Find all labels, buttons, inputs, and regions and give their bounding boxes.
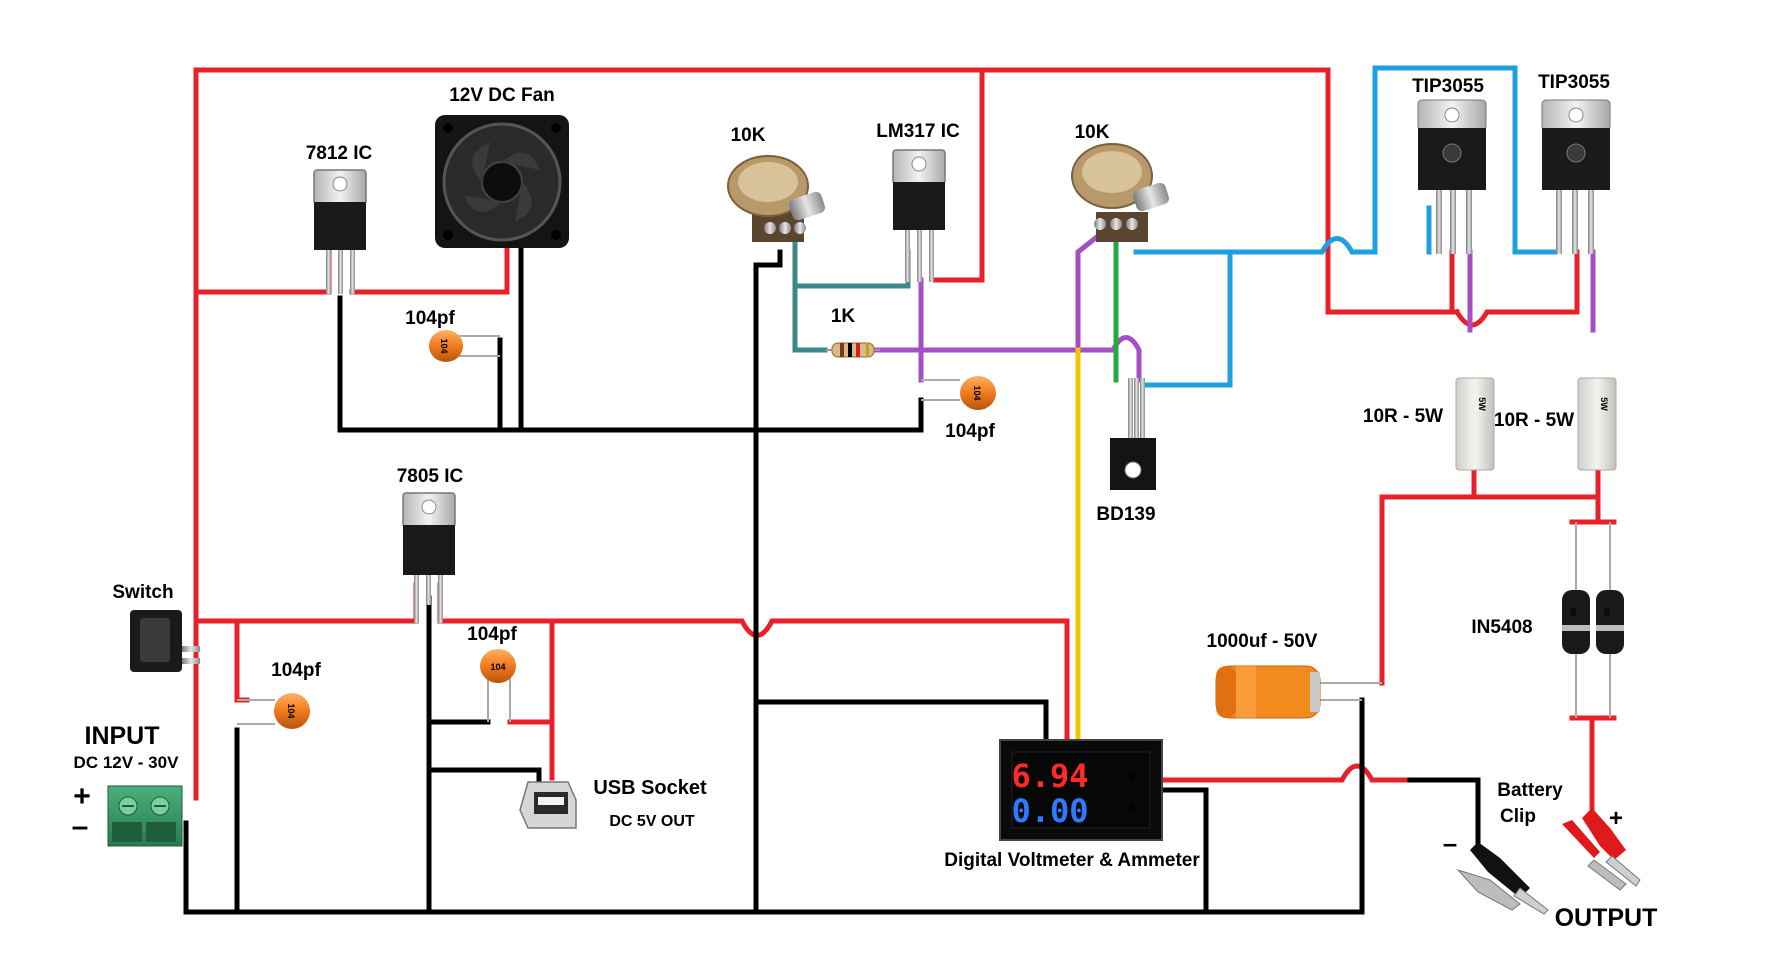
lm317-regulator xyxy=(892,149,946,282)
top-positive-rail xyxy=(193,67,1460,315)
fan-positive xyxy=(349,245,510,295)
power-switch xyxy=(130,610,200,672)
cap-lm317-label: 104pf xyxy=(945,421,995,442)
potentiometer-1 xyxy=(727,155,826,242)
wires xyxy=(183,65,1617,915)
potentiometer-2 xyxy=(1071,143,1170,242)
fan-label: 12V DC Fan xyxy=(449,85,555,106)
blue-to-bd139 xyxy=(1141,249,1233,388)
ic7812-label: 7812 IC xyxy=(306,143,373,164)
input-label: INPUT xyxy=(85,722,160,750)
voltage-unit: V xyxy=(1128,768,1136,782)
ic7812-ground xyxy=(337,295,924,433)
minus-input-sign: – xyxy=(72,810,89,843)
battery-clip-label-2: Clip xyxy=(1500,806,1536,827)
tip-emitter-link xyxy=(1453,249,1580,328)
ic7805-rail xyxy=(193,582,419,624)
plus-output-sign: + xyxy=(1609,805,1623,832)
battery-clip-positive xyxy=(1562,808,1641,891)
plus-input-sign: + xyxy=(73,780,91,813)
battery-clip-negative xyxy=(1456,842,1549,915)
ic7812-regulator xyxy=(313,169,367,294)
ceramic-capacitor: 104 xyxy=(429,330,500,362)
purple-wires xyxy=(857,232,1596,383)
tip2-label: TIP3055 xyxy=(1538,72,1610,93)
power-resistor-2: 5W xyxy=(1577,377,1617,471)
electrolytic-label: 1000uf - 50V xyxy=(1207,631,1318,652)
meter-ground-right xyxy=(1157,787,1209,915)
cap-code: 104 xyxy=(972,385,982,400)
switch-label: Switch xyxy=(112,582,173,603)
res-1k-label: 1K xyxy=(831,306,856,327)
res2-label: 10R - 5W xyxy=(1494,410,1574,431)
input-sub-label: DC 12V - 30V xyxy=(74,753,180,772)
power-resistor-1: 5W xyxy=(1455,377,1495,471)
ic7805-label: 7805 IC xyxy=(397,466,464,487)
lm317-label: LM317 IC xyxy=(876,121,960,142)
meter-label: Digital Voltmeter & Ammeter xyxy=(944,850,1200,871)
current-readout: 0.00 xyxy=(1011,792,1088,830)
diode-code: IN xyxy=(1569,608,1578,616)
res-code: 5W xyxy=(1477,397,1487,411)
tip-base-link xyxy=(1133,65,1558,255)
ic7812-input xyxy=(193,249,332,295)
cap-code: 104 xyxy=(286,703,296,718)
usb-socket xyxy=(519,781,577,829)
current-unit: A xyxy=(1128,803,1137,817)
diode-pair: IN IN xyxy=(1562,522,1624,718)
labels: 12V DC Fan 7812 IC 10K LM317 IC 10K TIP3… xyxy=(72,72,1658,932)
lm317-input xyxy=(932,67,985,283)
diode-label: IN5408 xyxy=(1471,617,1532,638)
ground-wires xyxy=(183,245,1481,915)
ceramic-capacitor: 104 xyxy=(921,376,996,410)
cap-7812-label: 104pf xyxy=(405,308,455,329)
cap-code: 104 xyxy=(439,338,449,353)
cap-7805-label: 104pf xyxy=(467,624,517,645)
tip3055-transistor-2 xyxy=(1541,99,1611,254)
digital-meter: 6.94 V 0.00 A xyxy=(999,739,1163,841)
pot1-ground-wire xyxy=(753,249,783,915)
bd139-transistor xyxy=(1110,378,1156,490)
usb-ground xyxy=(426,767,542,785)
ic7805-regulator xyxy=(402,492,456,623)
usb-sub-label: DC 5V OUT xyxy=(609,813,695,830)
pot1-to-1k xyxy=(792,283,828,353)
tip1-label: TIP3055 xyxy=(1412,76,1484,97)
res-code: 5W xyxy=(1599,397,1609,411)
cap-electro-positive xyxy=(1379,494,1477,686)
purple-mid xyxy=(857,335,1142,383)
blue-wires xyxy=(1133,65,1558,388)
voltage-readout: 6.94 xyxy=(1011,757,1088,795)
diode-code: IN xyxy=(1603,608,1612,616)
cap-input-label: 104pf xyxy=(271,660,321,681)
ceramic-capacitor: 104 xyxy=(480,649,516,722)
pot2-label: 10K xyxy=(1075,122,1110,143)
res1-label: 10R - 5W xyxy=(1363,406,1443,427)
teal-wires xyxy=(792,233,911,353)
minus-output-sign: – xyxy=(1443,828,1457,858)
cap-input-lead xyxy=(234,618,250,703)
battery-minus-wire xyxy=(1407,777,1481,845)
tip3055-transistor-1 xyxy=(1417,99,1487,254)
output-label: OUTPUT xyxy=(1555,904,1658,932)
electrolytic-capacitor xyxy=(1215,665,1382,719)
ceramic-capacitor: 104 xyxy=(237,693,310,729)
resistor-1k xyxy=(825,342,880,358)
input-terminal-block xyxy=(107,785,183,847)
pot1-label: 10K xyxy=(731,125,766,146)
meter-ground-left xyxy=(753,699,1049,745)
dc-fan xyxy=(435,115,569,248)
pot1-to-lm317 xyxy=(792,233,911,289)
bd139-label: BD139 xyxy=(1096,504,1155,525)
pot2-left-purple xyxy=(1075,232,1102,353)
meter-output-wire xyxy=(1157,763,1413,783)
battery-clip-label: Battery xyxy=(1497,780,1563,801)
cap-code: 104 xyxy=(490,662,505,672)
usb-label: USB Socket xyxy=(593,777,707,799)
